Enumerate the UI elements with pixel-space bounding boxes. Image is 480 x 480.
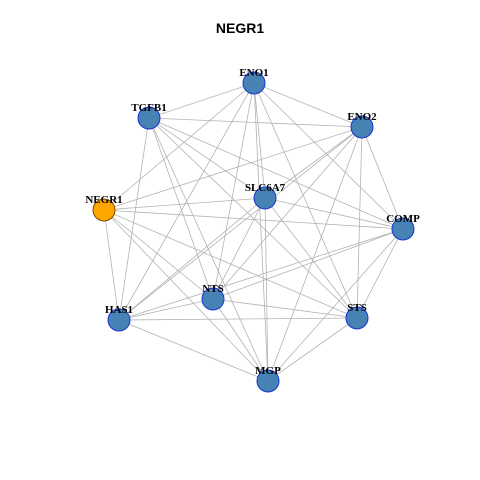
edge-comp-nts (212, 228, 404, 300)
edge-layer (103, 82, 404, 382)
node-label-has1: HAS1 (105, 304, 133, 316)
edge-slc6a7-nts (212, 197, 266, 300)
edge-tgfb1-eno2 (148, 117, 363, 128)
edge-slc6a7-negr1 (103, 197, 266, 211)
node-label-nts: NTS (202, 283, 223, 295)
edge-sts-mgp (267, 317, 358, 382)
edge-slc6a7-sts (264, 197, 358, 319)
edge-slc6a7-mgp (264, 197, 269, 382)
edge-negr1-has1 (103, 209, 120, 321)
node-mgp[interactable] (256, 369, 280, 393)
edge-comp-sts (356, 228, 404, 319)
edge-eno1-tgfb1 (148, 82, 255, 119)
edge-tgfb1-has1 (118, 117, 150, 321)
edge-negr1-nts (103, 209, 214, 300)
edge-eno1-mgp (253, 82, 269, 382)
edge-eno1-nts (212, 82, 255, 300)
node-has1[interactable] (107, 308, 131, 332)
node-sts[interactable] (345, 306, 369, 330)
edge-nts-has1 (118, 298, 214, 321)
edge-negr1-mgp (103, 209, 269, 382)
edge-eno1-sts (253, 82, 358, 319)
node-layer (92, 71, 415, 393)
edge-eno1-eno2 (253, 82, 363, 128)
edge-eno1-comp (253, 82, 404, 230)
edge-slc6a7-comp (264, 197, 404, 230)
edge-negr1-sts (103, 209, 358, 319)
edge-nts-sts (212, 298, 358, 319)
edge-comp-mgp (267, 228, 404, 382)
edge-eno2-comp (361, 126, 404, 230)
node-label-mgp: MGP (255, 365, 281, 377)
edge-eno2-slc6a7 (264, 126, 363, 199)
edge-has1-sts (118, 317, 358, 321)
edge-eno1-slc6a7 (253, 82, 266, 199)
node-tgfb1[interactable] (137, 106, 161, 130)
node-eno1[interactable] (242, 71, 266, 95)
node-slc6a7[interactable] (253, 186, 277, 210)
edge-eno2-mgp (267, 126, 363, 382)
edge-comp-has1 (118, 228, 404, 321)
node-nts[interactable] (201, 287, 225, 311)
node-label-eno1: ENO1 (239, 67, 268, 79)
edge-has1-mgp (118, 319, 269, 382)
node-label-tgfb1: TGFB1 (131, 102, 166, 114)
edge-eno2-negr1 (103, 126, 363, 211)
node-label-negr1: NEGR1 (85, 194, 122, 206)
node-label-eno2: ENO2 (347, 111, 377, 123)
edge-tgfb1-nts (148, 117, 214, 300)
node-label-comp: COMP (386, 213, 420, 225)
plot-title: NEGR1 (215, 20, 265, 36)
edge-tgfb1-sts (148, 117, 358, 319)
edge-eno2-sts (356, 126, 363, 319)
node-comp[interactable] (391, 217, 415, 241)
edge-tgfb1-slc6a7 (148, 117, 266, 199)
edge-negr1-comp (103, 209, 404, 230)
edge-tgfb1-comp (148, 117, 404, 230)
edge-tgfb1-mgp (148, 117, 269, 382)
node-label-slc6a7: SLC6A7 (245, 182, 286, 194)
node-negr1[interactable] (92, 198, 116, 222)
edge-eno2-nts (212, 126, 363, 300)
edge-nts-mgp (212, 298, 269, 382)
node-eno2[interactable] (350, 115, 374, 139)
edge-eno2-has1 (118, 126, 363, 321)
node-label-sts: STS (347, 302, 367, 314)
